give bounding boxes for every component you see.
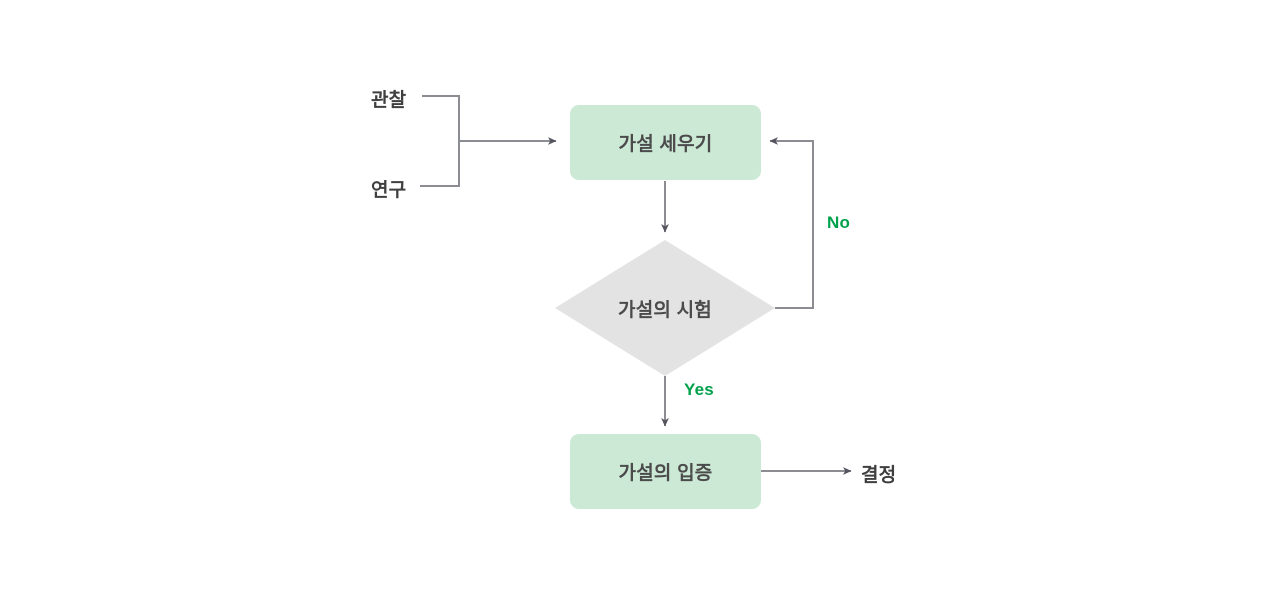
node-test-label: 가설의 시험 [618, 299, 712, 321]
label-conclusion: 결정 [861, 465, 897, 486]
node-proof[interactable]: 가설의 입증 [570, 434, 761, 509]
edge-test-no-to-hypothesis [769, 137, 814, 309]
edge-label-no: No [827, 213, 851, 232]
label-research: 연구 [371, 180, 407, 201]
node-test[interactable]: 가설의 시험 [555, 240, 775, 376]
label-observation: 관찰 [371, 90, 407, 111]
edge-label-yes: Yes [684, 380, 714, 399]
node-hypothesis[interactable]: 가설 세우기 [570, 105, 761, 180]
